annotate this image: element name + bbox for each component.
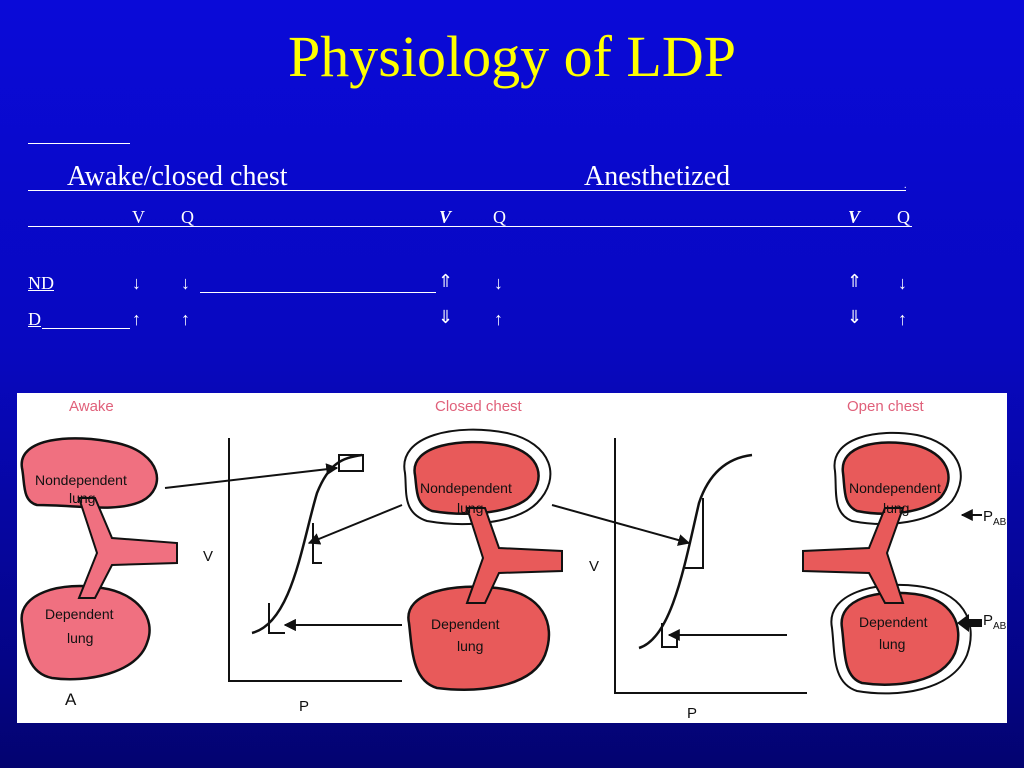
- chest-wall-open-nd: [833, 431, 962, 525]
- panel-title-awake: Awake: [69, 398, 114, 415]
- airway-open: [802, 507, 905, 604]
- slide-title: Physiology of LDP: [288, 24, 736, 89]
- column-header-v-closed: V: [439, 207, 452, 227]
- chest-wall-closed-nd: [403, 428, 552, 525]
- label-open-nondependent-1: Nondependent: [849, 480, 941, 496]
- lung-closed-dependent: [407, 585, 551, 691]
- nd-row-rule: [200, 292, 436, 293]
- pab-label-top: PAB: [983, 508, 1007, 528]
- panel-title-closed: Closed chest: [435, 398, 523, 415]
- axis-y-closed: V: [589, 558, 599, 575]
- airway-awake: [77, 497, 178, 599]
- label-open-nondependent-2: lung: [883, 500, 909, 516]
- lung-awake-nondependent: [20, 437, 159, 509]
- panel-title-open: Open chest: [847, 398, 925, 415]
- d-q-awake: ↑: [181, 309, 190, 329]
- label-closed-dependent-2: lung: [457, 638, 483, 654]
- group-header-awake: Awake/closed chest: [67, 161, 288, 192]
- nd-q-closed: ↓: [494, 273, 503, 293]
- box-awake-mid: [312, 523, 322, 564]
- label-awake-nondependent-1: Nondependent: [35, 472, 127, 488]
- arrow-pab-bottom: [957, 614, 982, 632]
- d-v-closed: ⇓: [438, 307, 454, 327]
- label-open-dependent-2: lung: [879, 636, 905, 652]
- label-closed-nondependent-1: Nondependent: [420, 480, 512, 496]
- row-label-nd: ND: [28, 273, 54, 293]
- lung-awake-dependent: [20, 584, 151, 681]
- nd-q-awake: ↓: [181, 273, 190, 293]
- arrow-closed-nd: [551, 504, 691, 546]
- d-q-open: ↑: [898, 309, 907, 329]
- nd-q-open: ↓: [898, 273, 907, 293]
- nd-v-awake: ↓: [132, 273, 141, 293]
- d-v-awake: ↑: [132, 309, 141, 329]
- lung-open-nondependent: [841, 441, 950, 515]
- label-closed-nondependent-2: lung: [457, 500, 483, 516]
- nd-v-open: ⇑: [847, 271, 863, 291]
- lung-open-dependent: [840, 591, 960, 686]
- box-awake-top: [338, 454, 364, 472]
- column-header-q-open: Q: [897, 207, 910, 227]
- chest-wall-open-d: [830, 583, 972, 695]
- row-label-d: D: [28, 309, 41, 329]
- d-q-closed: ↑: [494, 309, 503, 329]
- panel-letter-a: A: [65, 690, 77, 709]
- lung-pressure-figure: Awake Nondependent lung Dependent lung A…: [17, 393, 1007, 723]
- d-row-rule: [42, 328, 130, 329]
- label-awake-nondependent-2: lung: [69, 490, 95, 506]
- arrow-closed-to-awake: [307, 504, 403, 545]
- axis-x-awake: P: [299, 698, 309, 715]
- lung-closed-nondependent: [413, 440, 540, 515]
- axes-awake: [228, 438, 402, 682]
- lung-diagram: Awake Nondependent lung Dependent lung A…: [20, 398, 1007, 722]
- group-header-rule: [28, 190, 906, 191]
- trailing-mark: .: [904, 180, 907, 191]
- group-header-anesthetized: Anesthetized: [584, 161, 731, 192]
- airway-closed: [465, 507, 563, 604]
- axis-x-closed: P: [687, 705, 697, 722]
- box-awake-low: [268, 603, 285, 634]
- column-header-q-closed: Q: [493, 207, 506, 227]
- compliance-curve-awake: [251, 453, 363, 635]
- column-header-v-open: V: [848, 207, 861, 227]
- column-header-v-awake: V: [132, 207, 145, 227]
- box-closed-top: [685, 498, 704, 569]
- pab-label-bottom: PAB: [983, 612, 1007, 632]
- column-header-q-awake: Q: [181, 207, 194, 227]
- label-awake-dependent-1: Dependent: [45, 606, 114, 622]
- d-v-open: ⇓: [847, 307, 863, 327]
- axis-y-awake: V: [203, 548, 213, 565]
- label-closed-dependent-1: Dependent: [431, 616, 500, 632]
- top-rule: [28, 143, 130, 144]
- nd-v-closed: ⇑: [438, 271, 454, 291]
- label-awake-dependent-2: lung: [67, 630, 93, 646]
- axes-closed: [614, 438, 807, 694]
- compliance-curve-closed: [638, 453, 753, 650]
- label-open-dependent-1: Dependent: [859, 614, 928, 630]
- column-header-rule: [28, 226, 912, 227]
- arrow-awake-nd: [164, 463, 339, 489]
